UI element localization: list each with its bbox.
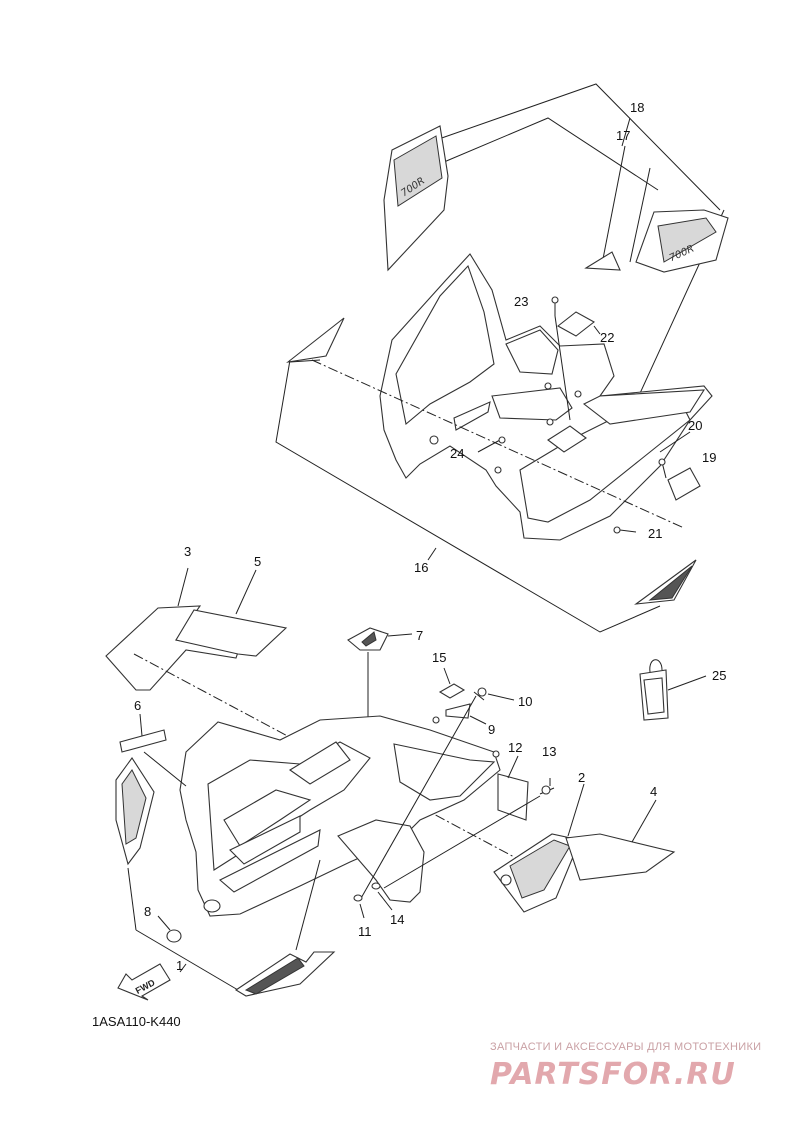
leader-10b: [359, 695, 477, 901]
watermark: ЗАПЧАСТИ И АКСЕССУАРЫ ДЛЯ МОТОТЕХНИКИ PA…: [490, 1041, 761, 1092]
callout-3: 3: [184, 544, 191, 559]
decal-5: [175, 609, 288, 657]
decal-3: [105, 605, 239, 691]
callout-14: 14: [390, 912, 404, 927]
callouts: 18 17 23 22 20 19 24 21 16 3 5 7 15 25 1…: [134, 100, 726, 973]
label-9: [445, 703, 471, 719]
side-decal-17-left: 700R: [383, 125, 449, 272]
screw-10: [473, 687, 487, 701]
leader-18: [435, 83, 721, 211]
side-decal-17-right: 700R: [584, 209, 729, 273]
callout-13: 13: [542, 744, 556, 759]
leader-10: [487, 693, 515, 701]
label-23-plate: [547, 425, 587, 453]
leader-8: [157, 915, 171, 931]
callout-22: 22: [600, 330, 614, 345]
tip-left: [285, 317, 345, 363]
callout-5: 5: [254, 554, 261, 569]
nut-11: [353, 894, 363, 902]
leader-left-bracket: [127, 867, 137, 931]
callout-8: 8: [144, 904, 151, 919]
callout-1: 1: [176, 958, 183, 973]
leader-12: [507, 755, 519, 779]
leader-25: [667, 675, 707, 691]
leader-5: [235, 569, 257, 615]
leader-21: [619, 529, 637, 533]
diagram-code: 1ASA110-K440: [92, 1014, 181, 1029]
callout-17: 17: [616, 128, 630, 143]
tip-right: [634, 559, 697, 605]
decal-7: [347, 627, 389, 651]
bracket-1: [135, 929, 239, 991]
leader-24: [477, 439, 501, 453]
callout-15: 15: [432, 650, 446, 665]
screw-13: [539, 785, 555, 795]
tag-25: [639, 659, 669, 721]
callout-12: 12: [508, 740, 522, 755]
leader-1: [179, 963, 187, 973]
leader-23: [554, 315, 571, 421]
label-12: [497, 773, 529, 821]
callout-25: 25: [712, 668, 726, 683]
callout-24: 24: [450, 446, 464, 461]
leader-20: [659, 431, 691, 453]
leader-3: [177, 567, 189, 607]
callout-16: 16: [414, 560, 428, 575]
callout-20: 20: [688, 418, 702, 433]
callout-9: 9: [488, 722, 495, 737]
callout-10: 10: [518, 694, 532, 709]
callout-23: 23: [514, 294, 528, 309]
watermark-tagline: ЗАПЧАСТИ И АКСЕССУАРЫ ДЛЯ МОТОТЕХНИКИ: [490, 1041, 761, 1053]
leader-6: [139, 713, 143, 737]
leader-7: [387, 633, 413, 637]
front-fender-group: FWD: [105, 567, 707, 1001]
leader-17c: [629, 167, 651, 263]
tip-right-dark: [648, 565, 693, 601]
side-decal-left-inner: [121, 769, 147, 845]
leader-16: [427, 547, 437, 561]
label-22: [557, 311, 595, 337]
leader-22: [593, 325, 601, 335]
plug-8: [166, 929, 182, 943]
callout-2: 2: [578, 770, 585, 785]
callout-4: 4: [650, 784, 657, 799]
rear-fender-group: 700R 700R: [275, 83, 729, 633]
callout-21: 21: [648, 526, 662, 541]
front-fender-body: [179, 715, 501, 917]
centerline-top: [311, 359, 685, 529]
leader-bottom-decal: [295, 859, 321, 951]
screw-23: [551, 296, 559, 316]
leader-13b: [383, 795, 541, 889]
leader-4: [631, 799, 657, 843]
leader-6b: [143, 751, 187, 787]
callout-11: 11: [358, 924, 372, 939]
bottom-decal-dark: [244, 957, 305, 995]
nut-14: [371, 882, 381, 890]
leader-15: [443, 667, 451, 685]
leader-11: [359, 903, 365, 919]
side-decal-2: [493, 833, 581, 913]
callout-6: 6: [134, 698, 141, 713]
emblem-6: [119, 729, 167, 753]
side-decal-4: [565, 833, 676, 881]
watermark-brand: PARTSFOR.RU: [490, 1057, 736, 1092]
label-19: [667, 467, 701, 501]
callout-18: 18: [630, 100, 644, 115]
leader-14: [377, 891, 393, 911]
callout-19: 19: [702, 450, 716, 465]
leader-18b: [621, 117, 631, 147]
bracket-16: [275, 359, 661, 633]
fwd-arrow: FWD: [117, 963, 171, 1001]
rear-fender-body: [379, 253, 713, 541]
label-15: [438, 683, 466, 699]
leader-9: [469, 715, 487, 725]
screw-19: [658, 458, 667, 479]
bracket-16-b: [289, 359, 321, 363]
leader-2: [567, 783, 585, 837]
leader-17b: [601, 145, 626, 265]
callout-7: 7: [416, 628, 423, 643]
